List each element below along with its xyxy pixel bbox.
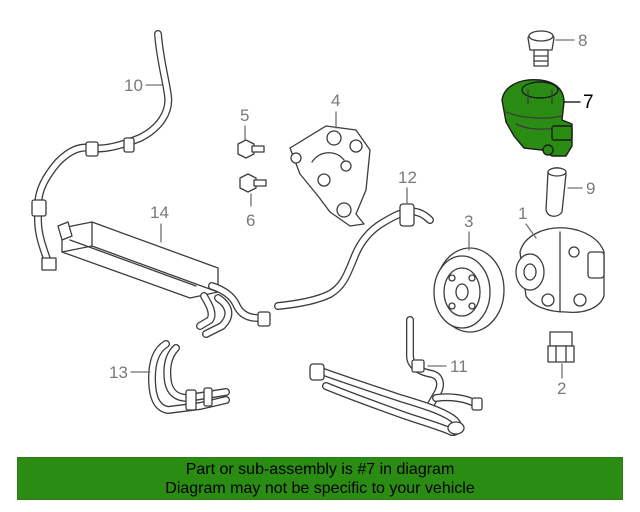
callout-10-label: 10 [124, 76, 143, 95]
banner-line-1: Part or sub-assembly is #7 in diagram [185, 461, 455, 478]
part-1-pump[interactable] [515, 227, 605, 314]
part-6-bolt[interactable] [239, 173, 267, 193]
callout-11: 11 [427, 357, 468, 376]
callout-1-label: 1 [518, 204, 527, 223]
callout-3-label: 3 [464, 212, 473, 231]
callout-9: 9 [567, 179, 595, 198]
callout-6-label: 6 [246, 211, 255, 230]
part-7-reservoir[interactable] [501, 79, 573, 157]
callout-13-label: 13 [109, 363, 128, 382]
reservoir-outlet [551, 125, 573, 141]
part-12-pressure-tube[interactable] [274, 203, 434, 310]
banner-line-2: Diagram may not be specific to your vehi… [165, 480, 475, 497]
callout-12-label: 12 [398, 168, 417, 187]
part-11-return-hose[interactable] [309, 316, 483, 436]
callout-12: 12 [398, 168, 417, 205]
callout-6: 6 [246, 193, 255, 230]
info-banner: Part or sub-assembly is #7 in diagram Di… [17, 457, 623, 500]
callout-5: 5 [240, 106, 249, 141]
callout-3: 3 [464, 212, 473, 251]
part-9-hose[interactable] [545, 167, 567, 217]
part-4-bracket[interactable] [289, 125, 371, 227]
part-2-fitting[interactable] [547, 331, 575, 363]
callout-8: 8 [555, 31, 587, 50]
part-14-oil-cooler[interactable] [57, 221, 271, 338]
callout-4-label: 4 [331, 91, 340, 110]
callout-7: 7 [563, 92, 594, 113]
callout-14: 14 [150, 203, 169, 243]
reservoir-neck [521, 81, 559, 99]
callout-2-label: 2 [557, 379, 566, 398]
part-10-hose[interactable] [31, 30, 173, 271]
callout-8-label: 8 [578, 31, 587, 50]
part-13-cooler-lines[interactable] [148, 340, 230, 414]
part-5-bolt[interactable] [237, 139, 265, 159]
callout-5-label: 5 [240, 106, 249, 125]
callout-7-label: 7 [583, 92, 594, 113]
exploded-parts-diagram: 1 2 3 4 5 6 7 8 9 10 11 12 [31, 30, 605, 436]
callout-14-label: 14 [150, 203, 169, 222]
callout-11-label: 11 [450, 357, 468, 376]
part-8-cap[interactable] [527, 30, 555, 67]
callout-9-label: 9 [586, 179, 595, 198]
callout-13: 13 [109, 363, 151, 382]
callout-2: 2 [557, 363, 566, 398]
callout-4: 4 [331, 91, 340, 129]
callout-1: 1 [518, 204, 537, 239]
part-3-pulley[interactable] [433, 247, 505, 333]
callout-10: 10 [124, 76, 163, 95]
